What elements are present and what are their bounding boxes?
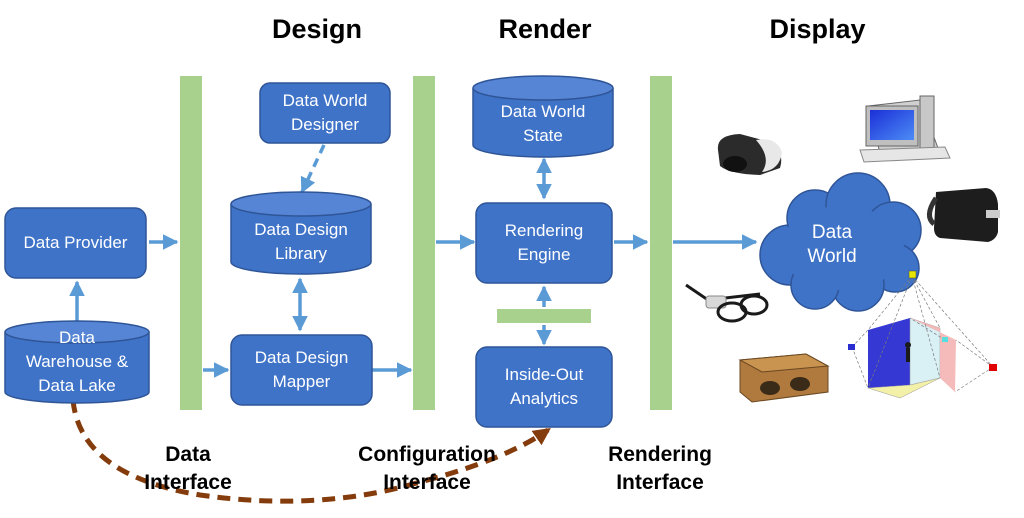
data-design-mapper-label: Data Design Mapper bbox=[254, 348, 349, 391]
data-provider-box bbox=[4, 207, 147, 279]
inside-out-analytics-box bbox=[475, 346, 613, 428]
feedback-arrow-warehouse-to-analytics bbox=[70, 399, 551, 504]
header-render: Render bbox=[498, 14, 592, 44]
data-world-state-label: Data World State bbox=[500, 102, 586, 145]
smart-glasses-icon bbox=[685, 283, 769, 323]
data-world-state-cylinder bbox=[472, 75, 614, 158]
header-design: Design bbox=[271, 14, 363, 44]
data-interface-label: Data Interface bbox=[144, 443, 232, 494]
data-design-library-label: Data Design Library bbox=[254, 220, 348, 263]
data-world-designer-label: Data World Designer bbox=[282, 91, 368, 134]
oculus-headset-icon bbox=[927, 188, 1000, 242]
rendering-interface-bar bbox=[650, 76, 672, 410]
data-warehouse-cylinder bbox=[4, 320, 150, 404]
inside-out-analytics-label: Inside-Out Analytics bbox=[504, 365, 584, 408]
rendering-interface-label: Rendering Interface bbox=[608, 443, 712, 494]
data-interface-bar bbox=[180, 76, 202, 410]
data-provider-label: Data Provider bbox=[23, 233, 128, 252]
desktop-computer-icon bbox=[859, 95, 951, 163]
data-design-mapper-box bbox=[230, 334, 373, 406]
rendering-engine-box bbox=[475, 202, 613, 284]
header-display: Display bbox=[769, 14, 866, 44]
rendering-engine-label: Rendering Engine bbox=[504, 221, 584, 264]
data-design-library-cylinder bbox=[230, 191, 372, 275]
data-world-label: Data World bbox=[807, 222, 857, 267]
arrow-designer-to-library bbox=[300, 144, 326, 194]
data-world-cloud bbox=[759, 172, 922, 312]
data-world-designer-box bbox=[259, 82, 391, 144]
configuration-interface-label: Configuration Interface bbox=[358, 443, 496, 494]
configuration-interface-bar bbox=[413, 76, 435, 410]
vr-headset-icon bbox=[717, 134, 782, 175]
render-analytics-separator bbox=[497, 309, 591, 323]
cave-projection-icon bbox=[848, 270, 997, 399]
cardboard-viewer-icon bbox=[738, 353, 830, 403]
data-warehouse-label: Data Warehouse & Data Lake bbox=[25, 328, 129, 395]
